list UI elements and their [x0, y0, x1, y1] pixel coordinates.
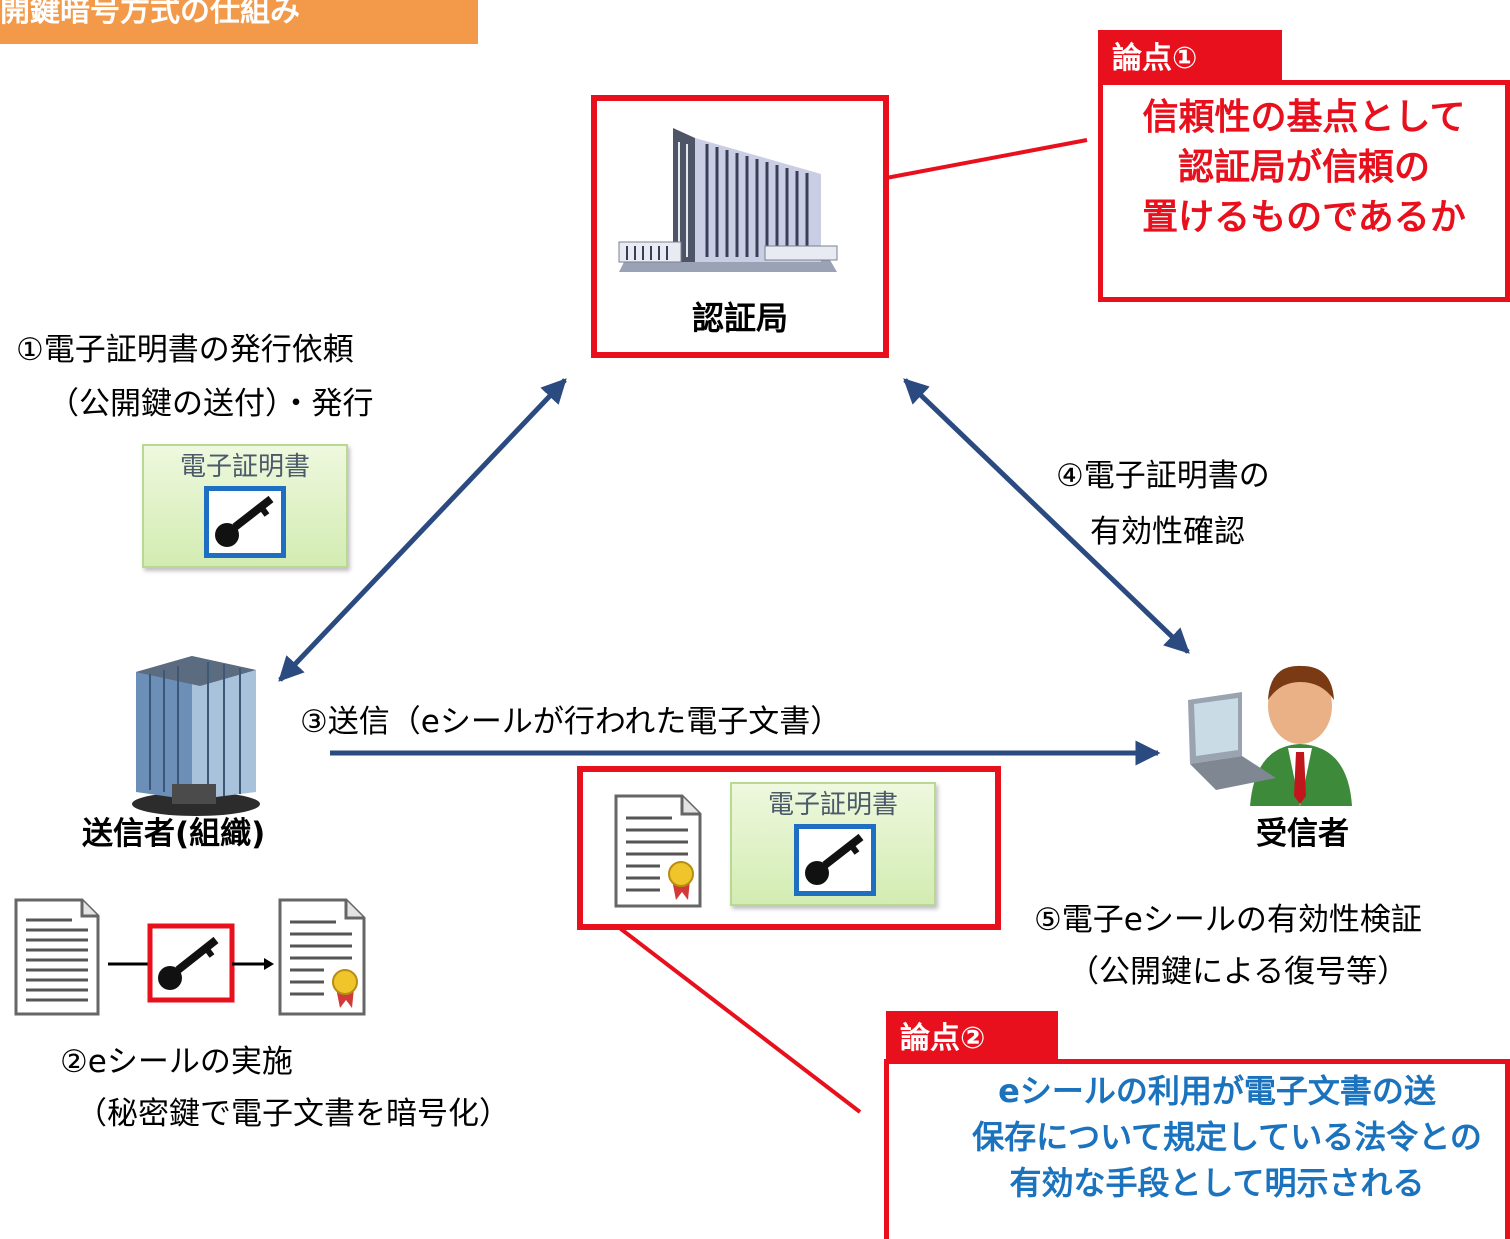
issue1-line2: 認証局が信頼の	[1177, 147, 1430, 188]
issue1-tag: 論点①	[1098, 30, 1282, 80]
banner-title: 開鍵暗号方式の仕組み	[0, 0, 300, 29]
step5-line1: ⑤電子eシールの有効性検証	[1034, 902, 1422, 938]
building-icon	[618, 128, 838, 272]
key-icon	[805, 833, 864, 885]
step4-line2: 有効性確認	[1090, 514, 1245, 550]
connector-issue2	[615, 924, 862, 1114]
step1-line1: ①電子証明書の発行依頼	[16, 332, 354, 368]
step5-line2: （公開鍵による復号等）	[1068, 954, 1409, 990]
receiver-label: 受信者	[1256, 816, 1349, 852]
issue2-box: eシールの利用が電子文書の送 保存について規定している法令との 有効な手段として…	[884, 1059, 1510, 1239]
issue2-line1: eシールの利用が電子文書の送	[998, 1072, 1436, 1110]
title-banner: 開鍵暗号方式の仕組み	[0, 0, 478, 44]
step3-label: ③送信（eシールが行われた電子文書）	[300, 704, 842, 740]
key-icon	[215, 495, 274, 547]
step1-line2: （公開鍵の送付）・発行	[48, 386, 374, 422]
arrow-ca-receiver	[903, 378, 1190, 654]
issue2-line3: 有効な手段として明示される	[1009, 1164, 1425, 1202]
certificate-card-2: 電子証明書	[730, 782, 936, 906]
sender-label: 送信者(組織)	[82, 816, 266, 852]
connector-issue1	[885, 138, 1088, 180]
office-building-icon	[132, 656, 260, 816]
issue2-tag: 論点②	[886, 1011, 1058, 1059]
seal-process-illustration	[14, 898, 366, 1016]
issue1-box: 信頼性の基点として 認証局が信頼の 置けるものであるか	[1098, 80, 1510, 302]
ca-label: 認証局	[691, 299, 788, 337]
step4-line1: ④電子証明書の	[1056, 458, 1270, 494]
ca-box	[591, 95, 889, 358]
step2-line2: （秘密鍵で電子文書を暗号化）	[76, 1096, 510, 1132]
issue2-line2: 保存について規定している法令との	[972, 1118, 1482, 1156]
issue1-line1: 信頼性の基点として	[1142, 97, 1466, 138]
certificate-card: 電子証明書	[142, 444, 348, 568]
sealed-document-icon	[278, 898, 366, 1016]
certificate-label: 電子証明書	[179, 452, 310, 482]
key-icon	[158, 936, 219, 990]
step2-line1: ②eシールの実施	[60, 1044, 293, 1080]
sealed-document-icon	[614, 794, 702, 908]
key-frame	[204, 486, 286, 558]
sealed-package-box	[577, 766, 1001, 930]
person-laptop-icon	[1188, 665, 1352, 806]
issue1-line3: 置けるものであるか	[1142, 197, 1466, 238]
arrow-sender-ca	[278, 378, 567, 682]
document-icon	[14, 898, 100, 1016]
certificate-label-2: 電子証明書	[767, 790, 898, 820]
key-frame-2	[794, 824, 876, 896]
